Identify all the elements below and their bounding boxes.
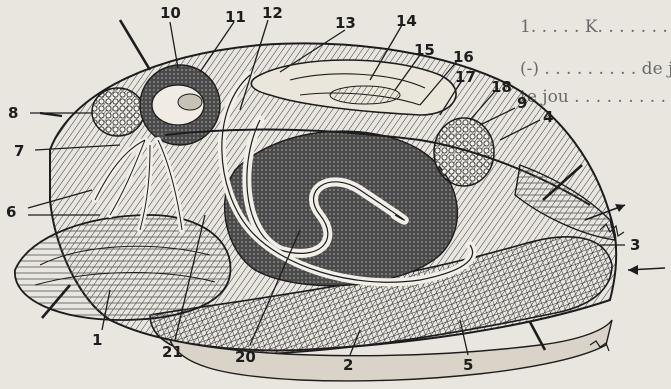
anterior-lip — [15, 215, 231, 320]
label-2: 2 — [343, 356, 353, 374]
label-20: 20 — [235, 348, 256, 366]
label-10: 10 — [160, 4, 181, 22]
visceral-mass — [225, 131, 458, 286]
background-line-2: (-) . . . . . . . . . de ja n — [520, 59, 671, 79]
background-page-text: 1. . . . . K. . . . . . . . . . .) (-) .… — [520, 17, 671, 107]
label-14: 14 — [396, 12, 417, 30]
label-8: 8 — [8, 104, 18, 122]
label-17: 17 — [455, 68, 476, 86]
background-line-3: te jou . . . . . . . . . . . — [520, 87, 671, 107]
arrow-head-in — [628, 265, 638, 275]
label-9: 9 — [517, 94, 527, 112]
label-21: 21 — [162, 343, 183, 361]
label-11: 11 — [225, 8, 246, 26]
posterior-adductor — [434, 118, 494, 186]
label-1: 1 — [92, 331, 102, 349]
background-line-1: 1. . . . . K. . . . . . . . . . .) — [520, 17, 671, 37]
label-18: 18 — [491, 78, 512, 96]
label-7: 7 — [14, 142, 24, 160]
label-5: 5 — [463, 356, 473, 374]
label-12: 12 — [262, 4, 283, 22]
label-6: 6 — [6, 203, 16, 221]
label-4: 4 — [543, 108, 553, 126]
label-13: 13 — [335, 14, 356, 32]
label-15: 15 — [414, 41, 435, 59]
label-16: 16 — [453, 48, 474, 66]
anterior-adductor — [92, 88, 144, 136]
label-3: 3 — [630, 236, 640, 254]
